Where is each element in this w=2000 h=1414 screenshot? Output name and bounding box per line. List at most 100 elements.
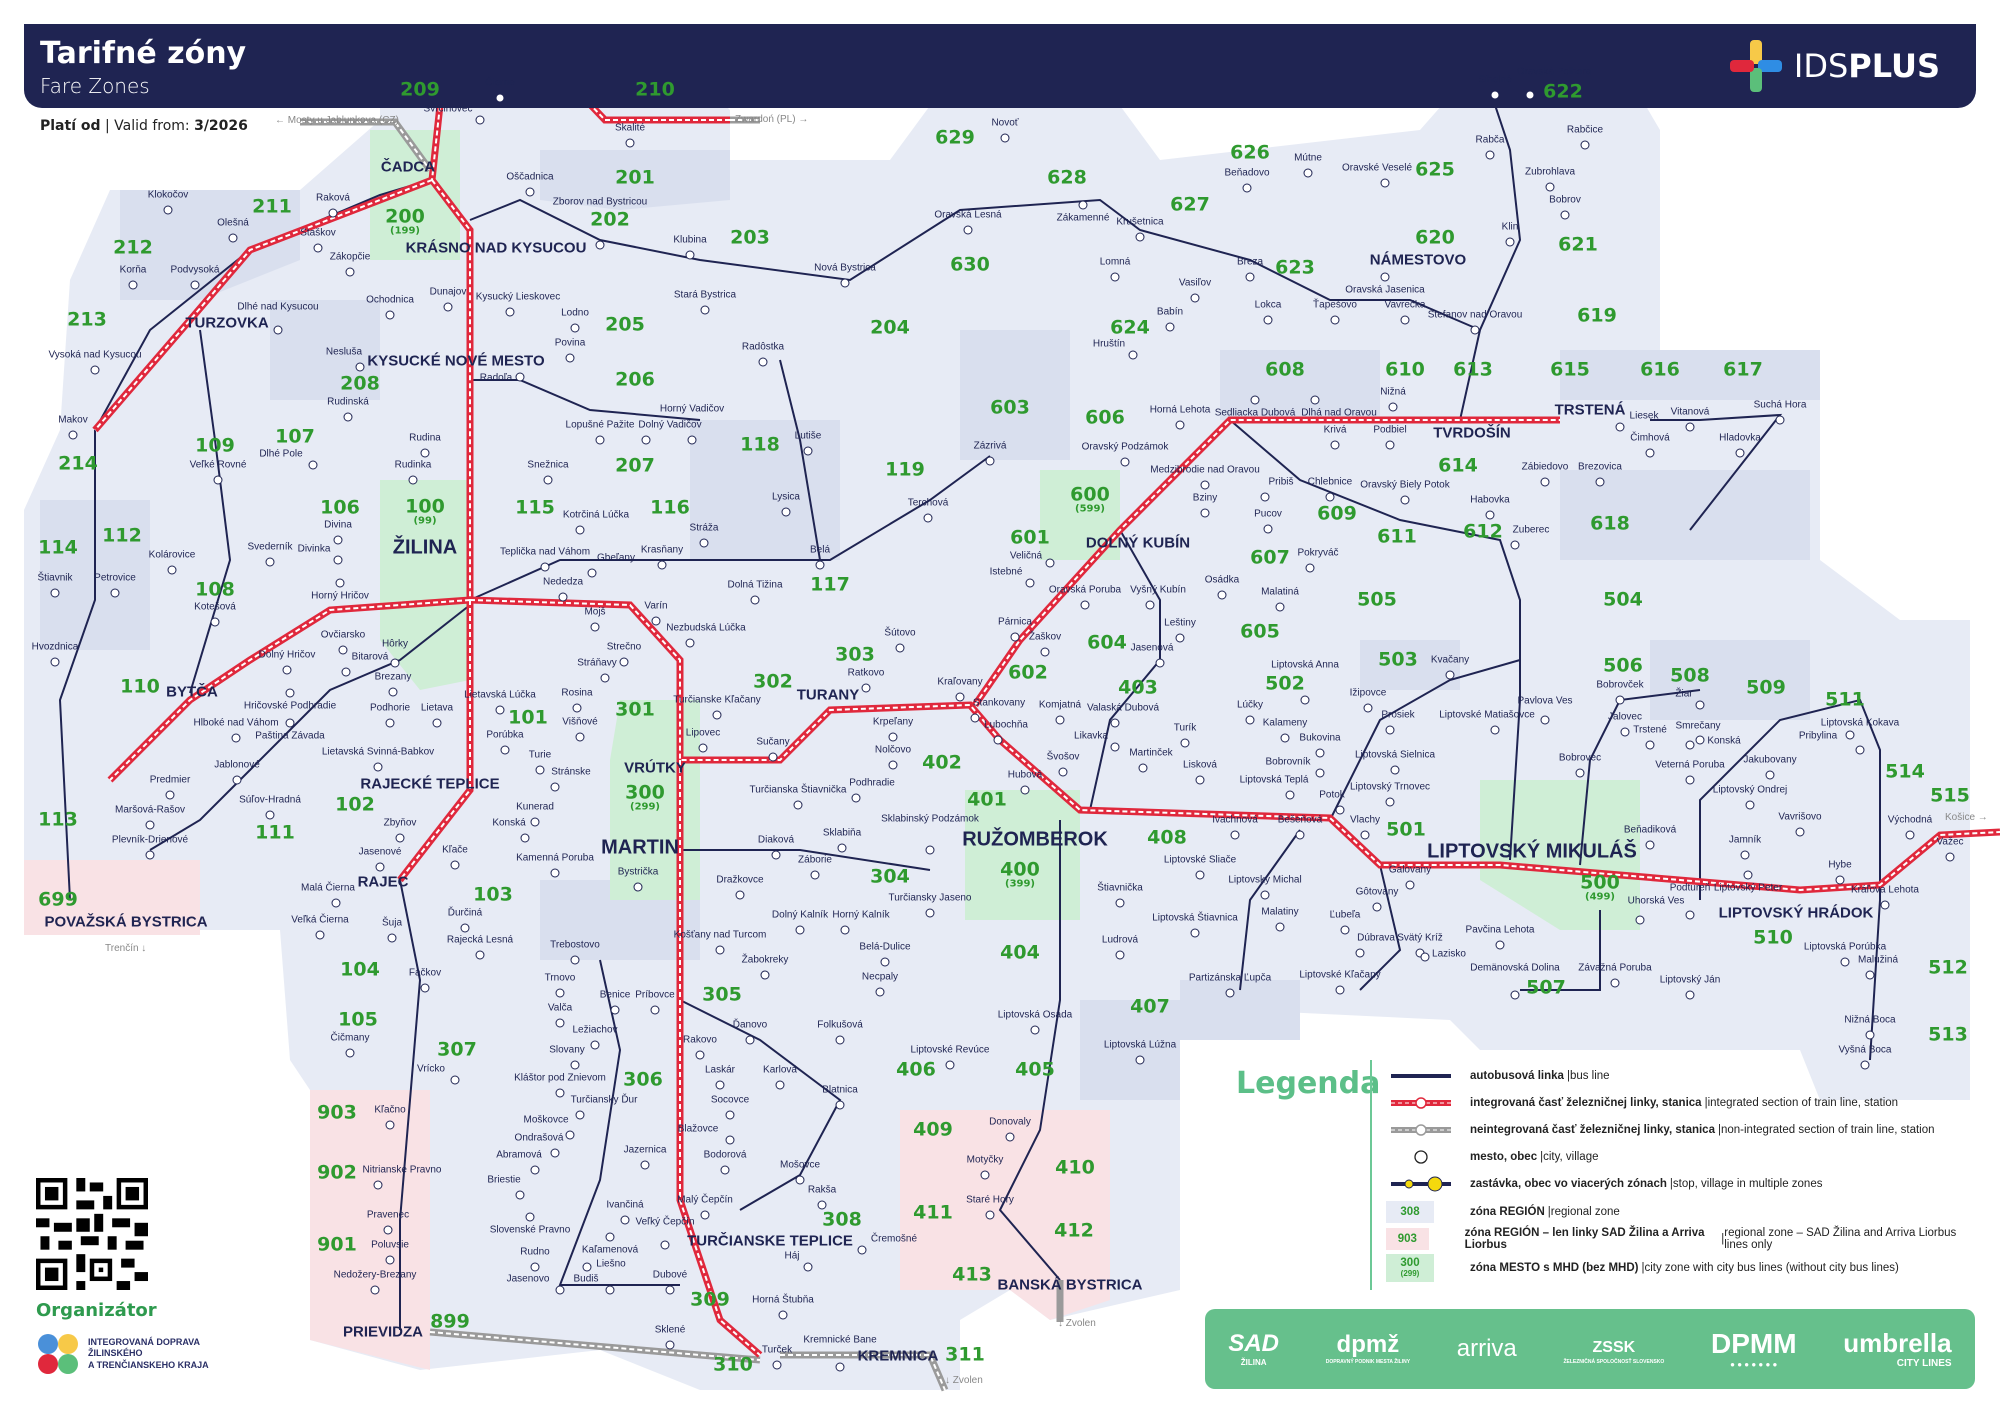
stop-label: Vyšná Boca (1838, 1044, 1892, 1056)
zone-number: 903 (317, 1101, 357, 1124)
stop-label: Horná Lehota (1149, 404, 1211, 416)
stop-marker (650, 1005, 660, 1015)
stop-label: Habovka (1470, 494, 1510, 506)
stop-marker (861, 683, 871, 693)
stop-marker (1058, 767, 1068, 777)
legend-label-en: integrated section of train line, statio… (1707, 1097, 1899, 1109)
direction-trencin: Trenčín ↓ (105, 943, 147, 954)
zone-number: 622 (1543, 80, 1583, 103)
zone-label: 512 (1928, 958, 1968, 978)
zone-label: 613 (1453, 360, 1493, 380)
stop-label: Mojš (584, 606, 606, 618)
zone-label: 609 (1317, 504, 1357, 524)
stop-label: Chlebnice (1307, 476, 1353, 488)
stop-label: Nedožery-Brezany (333, 1269, 417, 1281)
zone-number: 205 (605, 313, 645, 336)
stop-label: Príbovce (635, 989, 675, 1001)
stop-marker (313, 243, 323, 253)
zone-label: 208 (340, 374, 380, 394)
stop-label: Trnovo (544, 972, 576, 984)
stop-marker (651, 616, 661, 626)
stop-label: Hôrky (381, 638, 409, 650)
stop-marker (1335, 805, 1345, 815)
town-label: LIPTOVSKÝ MIKULÁŠ (1427, 840, 1637, 863)
stop-marker (1363, 703, 1373, 713)
stop-label: Komjatná (1038, 699, 1082, 711)
zone-label: 501 (1386, 818, 1426, 841)
stop-marker (810, 870, 820, 880)
stop-marker (1135, 1055, 1145, 1065)
zone-label: 209 (400, 80, 440, 100)
stop-marker (1190, 928, 1200, 938)
stop-label: Zuberec (1512, 524, 1550, 536)
stop-label: Čierne (485, 77, 515, 89)
stop-marker (570, 323, 580, 333)
stop-marker (1865, 1030, 1875, 1040)
stop-marker (595, 240, 605, 250)
stop-marker (1030, 1025, 1040, 1035)
stop-marker (760, 970, 770, 980)
stop-marker (335, 578, 345, 588)
stop-marker (715, 945, 725, 955)
stop-label: Potok (1319, 789, 1345, 801)
stop-label: Vysoká nad Kysucou (48, 349, 142, 361)
stop-marker (605, 1232, 615, 1242)
zone-label: 605 (1240, 622, 1280, 642)
stop-marker (1275, 602, 1285, 612)
zone-number: 501 (1386, 818, 1426, 841)
stop-label: Radoľa (479, 372, 513, 384)
zone-number: 899 (430, 1310, 470, 1333)
stop-marker (815, 560, 825, 570)
stop-label: Turčianske Kľačany (673, 694, 761, 706)
stop-marker (385, 718, 395, 728)
stop-label: Malatiny (1261, 906, 1299, 918)
stop-label: Kamenná Poruba (516, 852, 594, 864)
stop-label: Podbiel (1373, 424, 1407, 436)
zone-label: 622 (1543, 80, 1583, 103)
qr-code[interactable] (36, 1178, 148, 1290)
zone-number: 302 (753, 670, 793, 693)
stop-label: Blatnica (822, 1084, 858, 1096)
stop-label: Rudno (520, 1246, 550, 1258)
zone-number: 606 (1085, 406, 1125, 429)
stop-marker (145, 820, 155, 830)
zone-label: 117 (810, 575, 850, 595)
stop-label: Bešeňová (1277, 814, 1323, 826)
stop-marker (540, 562, 550, 572)
zone-label: 111 (255, 823, 295, 843)
logo-plus: PLUS (1848, 47, 1940, 85)
stop-marker (1115, 950, 1125, 960)
partner-name: arriva (1456, 1335, 1517, 1362)
stop-marker (163, 205, 173, 215)
stop-label: Východná (1887, 814, 1933, 826)
zone-number: 202 (590, 208, 630, 231)
zone-number: 109 (195, 434, 235, 457)
stop-label: Vlachy (1349, 814, 1381, 826)
zone-number: 610 (1385, 358, 1425, 381)
zone-label: 108 (195, 580, 235, 600)
zone-city-number: (399) (1004, 878, 1036, 890)
stop-label: Oravské Veselé (1341, 162, 1413, 174)
stop-label: Horný Kalník (832, 909, 890, 921)
zone-label: 302 (753, 670, 793, 693)
valid-from: Platí od | Valid from: 3/2026 (40, 118, 248, 134)
town-label: RAJECKÉ TEPLICE (360, 775, 500, 793)
zone-areas (24, 52, 1970, 1390)
stop-label: Partizánska Ľupča (1188, 972, 1272, 984)
stop-label: Jasenová (1130, 642, 1174, 654)
stop-label: Divina (324, 519, 352, 531)
zone-label: 628 (1047, 168, 1087, 188)
stop-marker (698, 743, 708, 753)
stop-label: Abramová (496, 1149, 542, 1161)
zone-label: 311 (945, 1345, 985, 1365)
stop-label: Kolárovice (148, 549, 196, 561)
stop-label: Kysucký Lieskovec (475, 291, 561, 303)
stop-marker (315, 930, 325, 940)
stop-label: Čičmany (330, 1032, 370, 1044)
stop-marker (1330, 440, 1340, 450)
stop-label: Podtureň (1669, 882, 1711, 894)
zone-label: 402 (922, 753, 962, 773)
zone-label: 619 (1577, 306, 1617, 326)
